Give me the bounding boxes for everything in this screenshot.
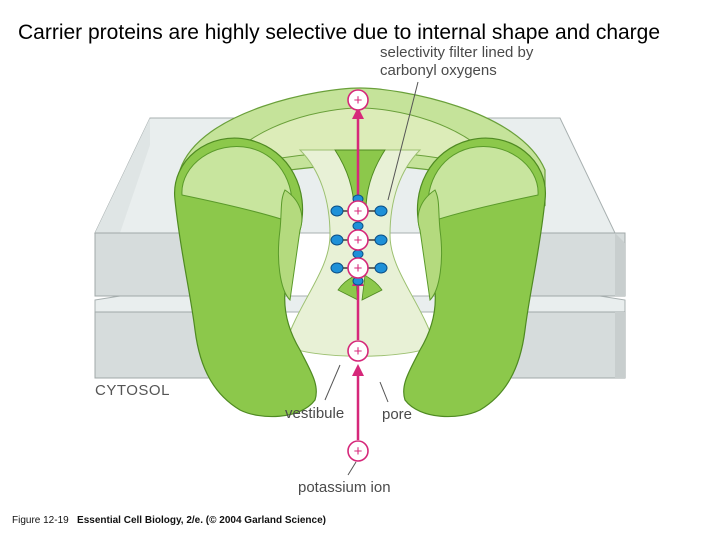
pore-label: pore [382,406,413,423]
carbonyl-oxygens [330,194,388,286]
potassium-ion: + [347,89,369,111]
caption-figure-number: Figure 12-19 [12,515,69,526]
cytosol-label: CYTOSOL [95,382,170,399]
potassium-ion: + [347,229,369,251]
carbonyl-oxygen [374,205,388,217]
svg-text:+: + [354,232,363,249]
svg-text:+: + [354,203,363,220]
potassium-ion: + [347,200,369,222]
carbonyl-oxygen [352,249,364,259]
potassium-ion: + [347,340,369,362]
carbonyl-oxygen [374,262,388,274]
slide-title: Carrier proteins are highly selective du… [18,21,661,44]
carbonyl-oxygen [330,262,344,274]
svg-text:+: + [354,92,363,109]
carbonyl-oxygen [330,234,344,246]
potassium-ions: + + + + + + [347,89,369,462]
selectivity-filter-label-line1: selectivity filter lined by [380,44,534,61]
leader-lines [324,81,419,476]
protein-subunit-right [403,137,546,418]
selectivity-filter-label-line2: carbonyl oxygens [380,62,497,79]
potassium-ion-label: potassium ion [298,479,391,496]
protein-back-rim [179,87,546,207]
ion-path [352,107,364,440]
potassium-ion: + [347,257,369,279]
carbonyl-oxygen [374,234,388,246]
carbonyl-oxygen [352,221,364,231]
svg-text:+: + [354,443,363,460]
vestibule-label: vestibule [285,405,345,422]
protein-subunit-left [174,137,317,418]
figure-caption: Figure 12-19 Essential Cell Biology, 2/e… [12,515,326,526]
selectivity-filter-label: selectivity filter lined by carbonyl oxy… [380,44,533,80]
carbonyl-oxygen [330,205,344,217]
caption-book: Essential Cell Biology, 2/e. [77,515,204,526]
caption-copyright: (© 2004 Garland Science) [205,515,326,526]
svg-text:+: + [354,260,363,277]
svg-text:+: + [354,343,363,360]
potassium-ion: + [347,440,369,462]
